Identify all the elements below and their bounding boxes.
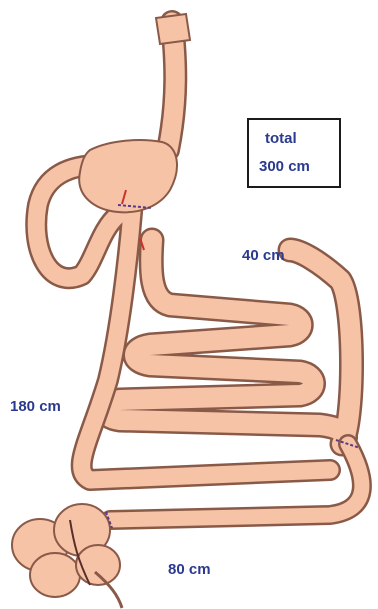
total-length-value: 300 cm	[259, 158, 310, 175]
stomach	[79, 140, 177, 212]
limb-length-40: 40 cm	[242, 247, 285, 264]
esophagus-top	[156, 14, 190, 44]
colon	[12, 504, 120, 597]
total-label: total	[265, 130, 297, 147]
limb-length-80: 80 cm	[168, 561, 211, 578]
total-length-box: total 300 cm	[247, 118, 341, 188]
limb-length-180: 180 cm	[10, 398, 61, 415]
